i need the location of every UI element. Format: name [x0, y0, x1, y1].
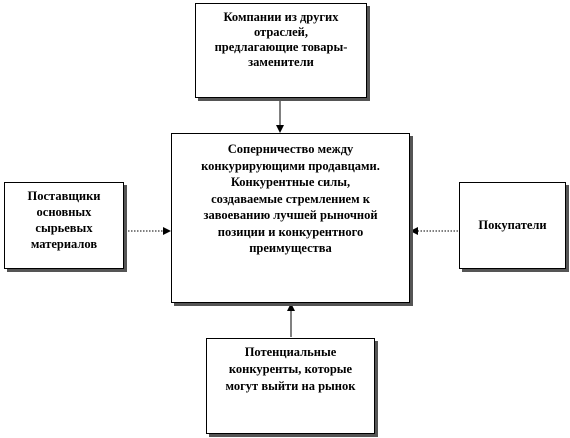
buyers-label: Покупатели — [478, 218, 547, 232]
substitutes-box: Компании из других отраслей, предлагающи… — [195, 3, 367, 98]
potential-entrants-label: Потенциальные конкуренты, которые могут … — [225, 345, 356, 393]
suppliers-label: Поставщики основных сырьевых материалов — [27, 189, 101, 251]
buyers-box: Покупатели — [459, 182, 566, 269]
rivalry-label: Соперничество между конкурирующими прода… — [201, 142, 380, 255]
substitutes-label: Компании из других отраслей, предлагающи… — [214, 10, 348, 69]
potential-entrants-box: Потенциальные конкуренты, которые могут … — [206, 338, 375, 434]
suppliers-box: Поставщики основных сырьевых материалов — [4, 182, 124, 269]
rivalry-box: Соперничество между конкурирующими прода… — [171, 133, 410, 303]
